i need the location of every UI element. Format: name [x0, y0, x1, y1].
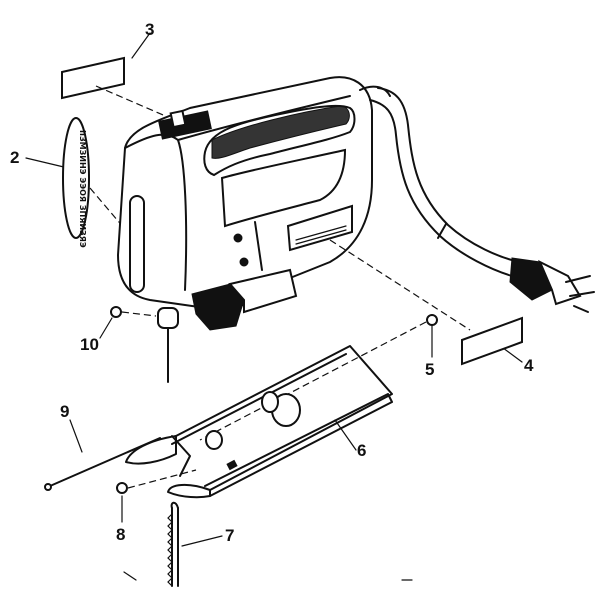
- callout-7: 7: [225, 526, 234, 545]
- leader-3: [131, 32, 151, 59]
- callout-5: 5: [425, 360, 434, 379]
- screw-10: [110, 306, 122, 318]
- stray-mark: [123, 571, 137, 581]
- screw-8: [116, 482, 128, 494]
- leader-10: [99, 317, 113, 339]
- callout-8: 8: [116, 525, 125, 544]
- callout-2: 2: [10, 148, 19, 167]
- assembly-line-4: [329, 239, 471, 331]
- leader-2: [25, 157, 69, 169]
- screw-5: [426, 314, 438, 326]
- callout-4: 4: [524, 356, 534, 375]
- saw-blade-7: [167, 501, 179, 587]
- pin-9-head: [44, 483, 52, 491]
- label-plate-side: [461, 316, 523, 366]
- callout-9: 9: [60, 402, 69, 421]
- oval-decal: ІІЗМЗИНЭ ЭЭОЯ ЗПЯИЗЯЭ: [62, 117, 90, 248]
- leader-6: [334, 419, 357, 451]
- callout-10: 10: [80, 335, 99, 354]
- power-plug: [509, 257, 595, 313]
- callout-3: 3: [145, 20, 154, 39]
- shoe-base-plate: [125, 345, 393, 499]
- callout-6: 6: [357, 441, 366, 460]
- assembly-line-10: [121, 311, 157, 317]
- blade-clamp-assembly: [157, 268, 298, 383]
- assembly-line-3: [95, 85, 171, 119]
- assembly-line-8: [127, 469, 197, 489]
- leader-7: [181, 535, 223, 547]
- leader-9: [69, 419, 83, 453]
- assembly-line-5: [199, 321, 427, 441]
- assembly-line-2: [89, 187, 125, 229]
- decal-lettering: ІІЗМЗИНЭ ЭЭОЯ ЗПЯИЗЯЭ: [78, 130, 87, 248]
- power-cord: [369, 87, 521, 277]
- label-plate-top: [61, 56, 125, 100]
- saw-body: [116, 76, 391, 312]
- pin-9: [49, 437, 161, 487]
